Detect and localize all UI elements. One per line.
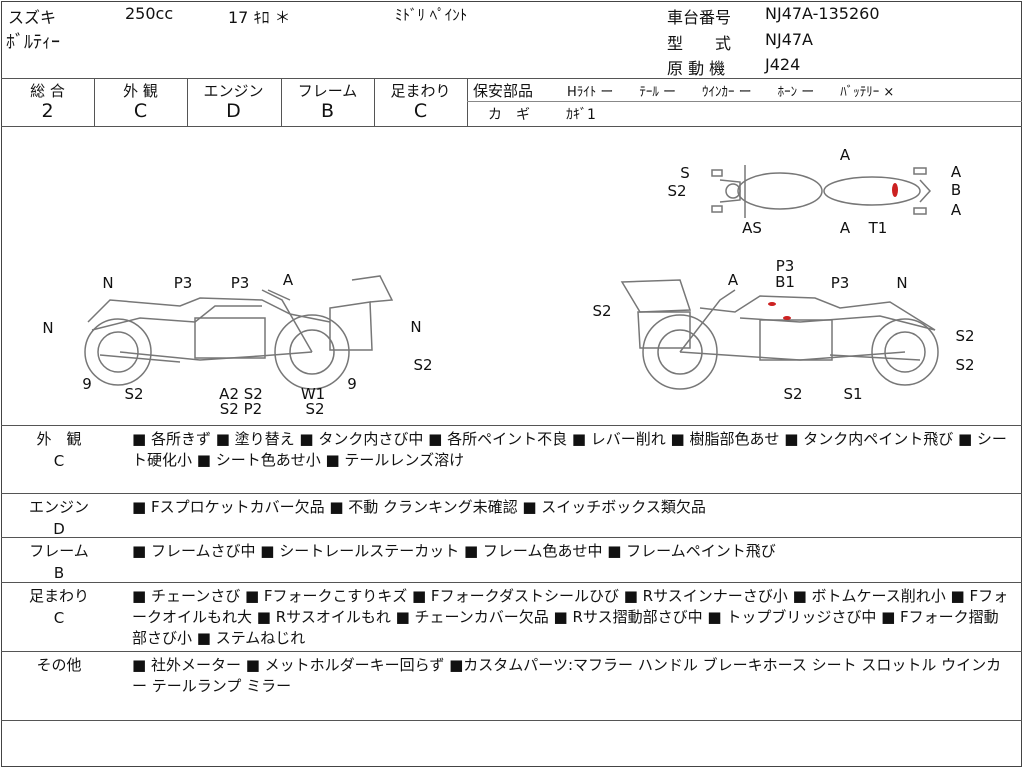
damage-marks <box>768 183 898 320</box>
divider <box>1 537 1022 538</box>
damage-code-label: P3 <box>230 274 250 292</box>
mileage: 17 ｷﾛ ＊ <box>228 8 291 27</box>
safety-parts-items: Hﾗｲﾄ ー ﾃｰﾙ ー ｳｲﾝｶｰ ー ﾎｰﾝ ー ﾊﾞｯﾃﾘｰ × <box>567 85 895 100</box>
divider <box>1 720 1022 721</box>
note-text: ■ Fスプロケットカバー欠品 ■ 不動 クランキング未確認 ■ スイッチボックス… <box>132 498 706 516</box>
grade-value: C <box>133 100 148 122</box>
type-label: 型 式 <box>667 34 732 53</box>
left-side-bike <box>84 275 394 390</box>
damage-code-label: S2 <box>783 385 803 403</box>
damage-code-label: W1 <box>300 385 326 403</box>
damage-code-label: S <box>680 164 690 182</box>
note-text: ■ フレームさび中 ■ シートレールステーカット ■ フレーム色あせ中 ■ フレ… <box>132 542 776 560</box>
note-grade: D <box>53 520 65 538</box>
damage-code-label: A <box>839 219 851 237</box>
grade-label: 総 合 <box>30 82 65 100</box>
divider <box>281 78 282 126</box>
note-category: エンジン <box>28 498 89 516</box>
divider <box>1 425 1022 426</box>
note-grade: C <box>53 609 65 627</box>
keys-value: ｶｷﾞ1 <box>566 107 596 123</box>
damage-code-label: N <box>42 319 54 337</box>
engine-number: J424 <box>765 55 801 74</box>
damage-code-label: P3 <box>173 274 193 292</box>
grade-value: D <box>226 100 241 122</box>
damage-code-label: A <box>950 163 962 181</box>
type-value: NJ47A <box>765 30 813 49</box>
maker: スズキ <box>8 8 57 27</box>
engine-label: 原 動 機 <box>667 59 726 78</box>
note-text: ■ チェーンさび ■ Fフォークこすりキズ ■ Fフォークダストシールひび ■ … <box>132 587 1009 647</box>
damage-code-label: B <box>950 181 962 199</box>
note-text: ■ 社外メーター ■ メットホルダーキー回らず ■カスタムパーツ:マフラー ハン… <box>132 656 1002 695</box>
damage-code-label: A <box>839 146 851 164</box>
damage-code-label: B1 <box>775 273 795 291</box>
grade-label: 外 観 <box>123 82 158 100</box>
damage-code-label: AS <box>742 219 762 237</box>
note-category: その他 <box>36 656 82 674</box>
divider <box>187 78 188 126</box>
safety-parts-label: 保安部品 <box>473 82 534 100</box>
grade-label: エンジン <box>203 82 264 100</box>
note-category: 足まわり <box>28 587 89 605</box>
grade-value: B <box>320 100 335 122</box>
damage-code-label: T1 <box>868 219 888 237</box>
damage-code-label: S1 <box>843 385 863 403</box>
damage-code-label: A <box>950 201 962 219</box>
damage-code-label: S2 <box>955 356 975 374</box>
note-category: フレーム <box>29 542 89 560</box>
divider <box>1 126 1022 127</box>
damage-code-label: S2 <box>305 400 325 418</box>
damage-code-label: 9 <box>82 375 92 393</box>
damage-mark <box>892 183 898 197</box>
damage-code-label: N <box>896 274 908 292</box>
damage-mark <box>783 316 791 320</box>
damage-code-label: 9 <box>347 375 357 393</box>
model-name: ﾎﾞﾙﾃｨｰ <box>6 32 60 53</box>
damage-code-label: S2 <box>124 385 144 403</box>
damage-code-label: S2 <box>667 182 687 200</box>
damage-code-label: S2 P2 <box>219 400 263 418</box>
note-category: 外 観 <box>36 430 82 448</box>
grade-label: フレーム <box>297 82 358 100</box>
divider <box>467 101 1022 102</box>
displacement: 250cc <box>125 4 174 23</box>
grade-label: 足まわり <box>390 82 451 100</box>
damage-code-label: S2 <box>955 327 975 345</box>
divider <box>1 582 1022 583</box>
note-grade: C <box>53 452 65 470</box>
damage-code-label: S2 <box>413 356 433 374</box>
damage-mark <box>768 302 776 306</box>
damage-code-label: A <box>282 271 294 289</box>
note-text: ■ 各所きず ■ 塗り替え ■ タンク内さび中 ■ 各所ペイント不良 ■ レバー… <box>132 430 1007 469</box>
damage-code-label: A2 S2 <box>219 385 263 403</box>
keys-label: カ ギ <box>488 107 530 123</box>
damage-code-label: A <box>727 271 739 289</box>
damage-code-label: P3 <box>775 257 795 275</box>
divider <box>374 78 375 126</box>
divider <box>1 493 1022 494</box>
note-grade: B <box>53 564 65 582</box>
divider <box>94 78 95 126</box>
grade-value: 2 <box>41 100 54 122</box>
divider <box>1 78 1022 79</box>
damage-code-label: N <box>102 274 114 292</box>
color: ﾐﾄﾞﾘ ﾍﾟｲﾝﾄ <box>395 6 468 24</box>
damage-code-label: S2 <box>592 302 612 320</box>
top-view-bike <box>711 165 932 218</box>
chassis-label: 車台番号 <box>667 8 732 27</box>
damage-code-label: P3 <box>830 274 850 292</box>
damage-code-label: N <box>410 318 422 336</box>
right-side-bike <box>620 279 939 390</box>
grade-value: C <box>413 100 428 122</box>
chassis-number: NJ47A-135260 <box>765 4 880 23</box>
divider <box>467 78 468 126</box>
divider <box>1 651 1022 652</box>
